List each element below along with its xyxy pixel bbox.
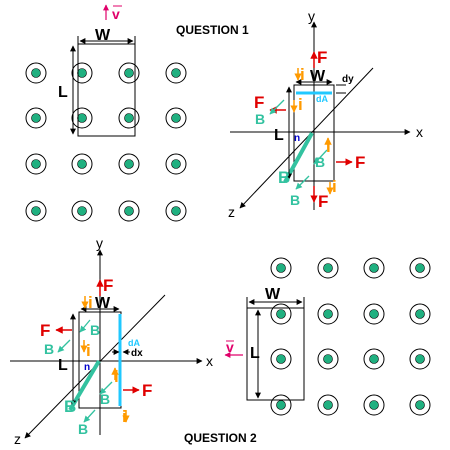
q2-axis-y: y [96, 235, 103, 251]
q1-force-left: F [254, 93, 264, 112]
field-dot [171, 206, 181, 216]
q1-force-top: F [317, 48, 327, 67]
q2-field-main: B [64, 397, 76, 416]
q1-field-right: B [315, 154, 325, 170]
q1-axis-z: z [228, 204, 235, 220]
q2-normal-label: n [84, 362, 90, 373]
field-dot [369, 263, 379, 273]
field-dot [31, 206, 41, 216]
q1-field-dots [25, 62, 187, 222]
q1-length-label: L [58, 84, 68, 101]
q2-title: QUESTION 2 [184, 431, 257, 445]
q2-field-dots [270, 257, 431, 416]
field-dot [323, 354, 333, 364]
q2-dA-label: dA [128, 338, 140, 348]
q1-force-arrows [269, 51, 353, 203]
q1-loop-3d [283, 79, 346, 183]
q2-dx-label: dx [131, 348, 143, 359]
q1-axis-x: x [416, 124, 423, 140]
field-dot [124, 113, 134, 123]
field-dot [276, 400, 286, 410]
q1-axis-y: y [308, 8, 315, 24]
q2-force-top: F [103, 276, 113, 295]
q2-axis-x: x [206, 353, 213, 369]
q2-axis-z: z [14, 431, 21, 447]
field-dot [276, 309, 286, 319]
q1-current-arrows [290, 68, 334, 195]
q2-field-left: B [44, 341, 54, 357]
q2-length-label: L [250, 345, 260, 362]
q1-width-label: W [95, 27, 111, 44]
field-dot [323, 400, 333, 410]
field-dot [369, 354, 379, 364]
q2-loop-3d [68, 306, 130, 412]
q1-length-3d: L [274, 127, 284, 144]
field-dot [415, 354, 425, 364]
field-dot [276, 263, 286, 273]
field-dot [323, 309, 333, 319]
field-dot [31, 113, 41, 123]
field-dot [369, 309, 379, 319]
q2-velocity-arrow [224, 340, 243, 358]
field-dot [171, 113, 181, 123]
q1-field-left: B [255, 111, 265, 127]
q2-width-label: W [265, 286, 281, 303]
field-dot [171, 68, 181, 78]
field-dot [276, 354, 286, 364]
q2-force-arrows [55, 279, 140, 394]
q2-field-upper: B [90, 322, 100, 338]
q2-current-arrows [80, 296, 130, 423]
q1-field-main: B [278, 168, 290, 187]
q1-current-right: i [326, 137, 331, 156]
field-dot [31, 68, 41, 78]
field-dot [124, 159, 134, 169]
q2-field-right: B [100, 391, 110, 407]
q1-normal-label: n [294, 133, 300, 144]
field-dot [77, 206, 87, 216]
field-dot [369, 400, 379, 410]
q2-loop [246, 297, 305, 401]
field-dot [31, 159, 41, 169]
q1-current-left: i [298, 95, 303, 114]
q1-dy-label: dy [342, 74, 354, 85]
q2-width-3d: W [95, 295, 111, 312]
q1-width-3d: W [310, 68, 326, 85]
field-dot [77, 68, 87, 78]
q2-current-bottom: i [122, 407, 127, 426]
field-dot [171, 159, 181, 169]
field-dot [124, 68, 134, 78]
q2-current-left: i [86, 341, 91, 360]
q1-force-bottom: F [318, 192, 328, 211]
q1-field-bottom: B [290, 192, 300, 208]
q2-current-top: i [88, 293, 93, 312]
field-dot [415, 309, 425, 319]
q1-force-right: F [355, 153, 365, 172]
field-dot [77, 159, 87, 169]
q2-length-3d: L [58, 357, 68, 374]
q1-current-top: i [300, 65, 305, 84]
field-dot [124, 206, 134, 216]
field-dot [415, 263, 425, 273]
q1-dA-label: dA [316, 94, 328, 104]
field-dot [415, 400, 425, 410]
q1-current-bottom: i [332, 177, 337, 196]
q2-force-right: F [142, 381, 152, 400]
q2-field-bottom: B [78, 421, 88, 437]
q2-field-arrows [57, 319, 113, 423]
q1-velocity-label: v [112, 6, 120, 22]
q1-loop [70, 36, 136, 137]
field-dot [323, 263, 333, 273]
q2-current-right: i [114, 367, 119, 386]
q2-velocity-label: v [226, 339, 234, 355]
field-dot [77, 113, 87, 123]
q1-field-arrows [269, 99, 328, 190]
q1-velocity-arrow [103, 4, 122, 20]
q2-force-left: F [40, 321, 50, 340]
q1-title: QUESTION 1 [176, 23, 249, 37]
